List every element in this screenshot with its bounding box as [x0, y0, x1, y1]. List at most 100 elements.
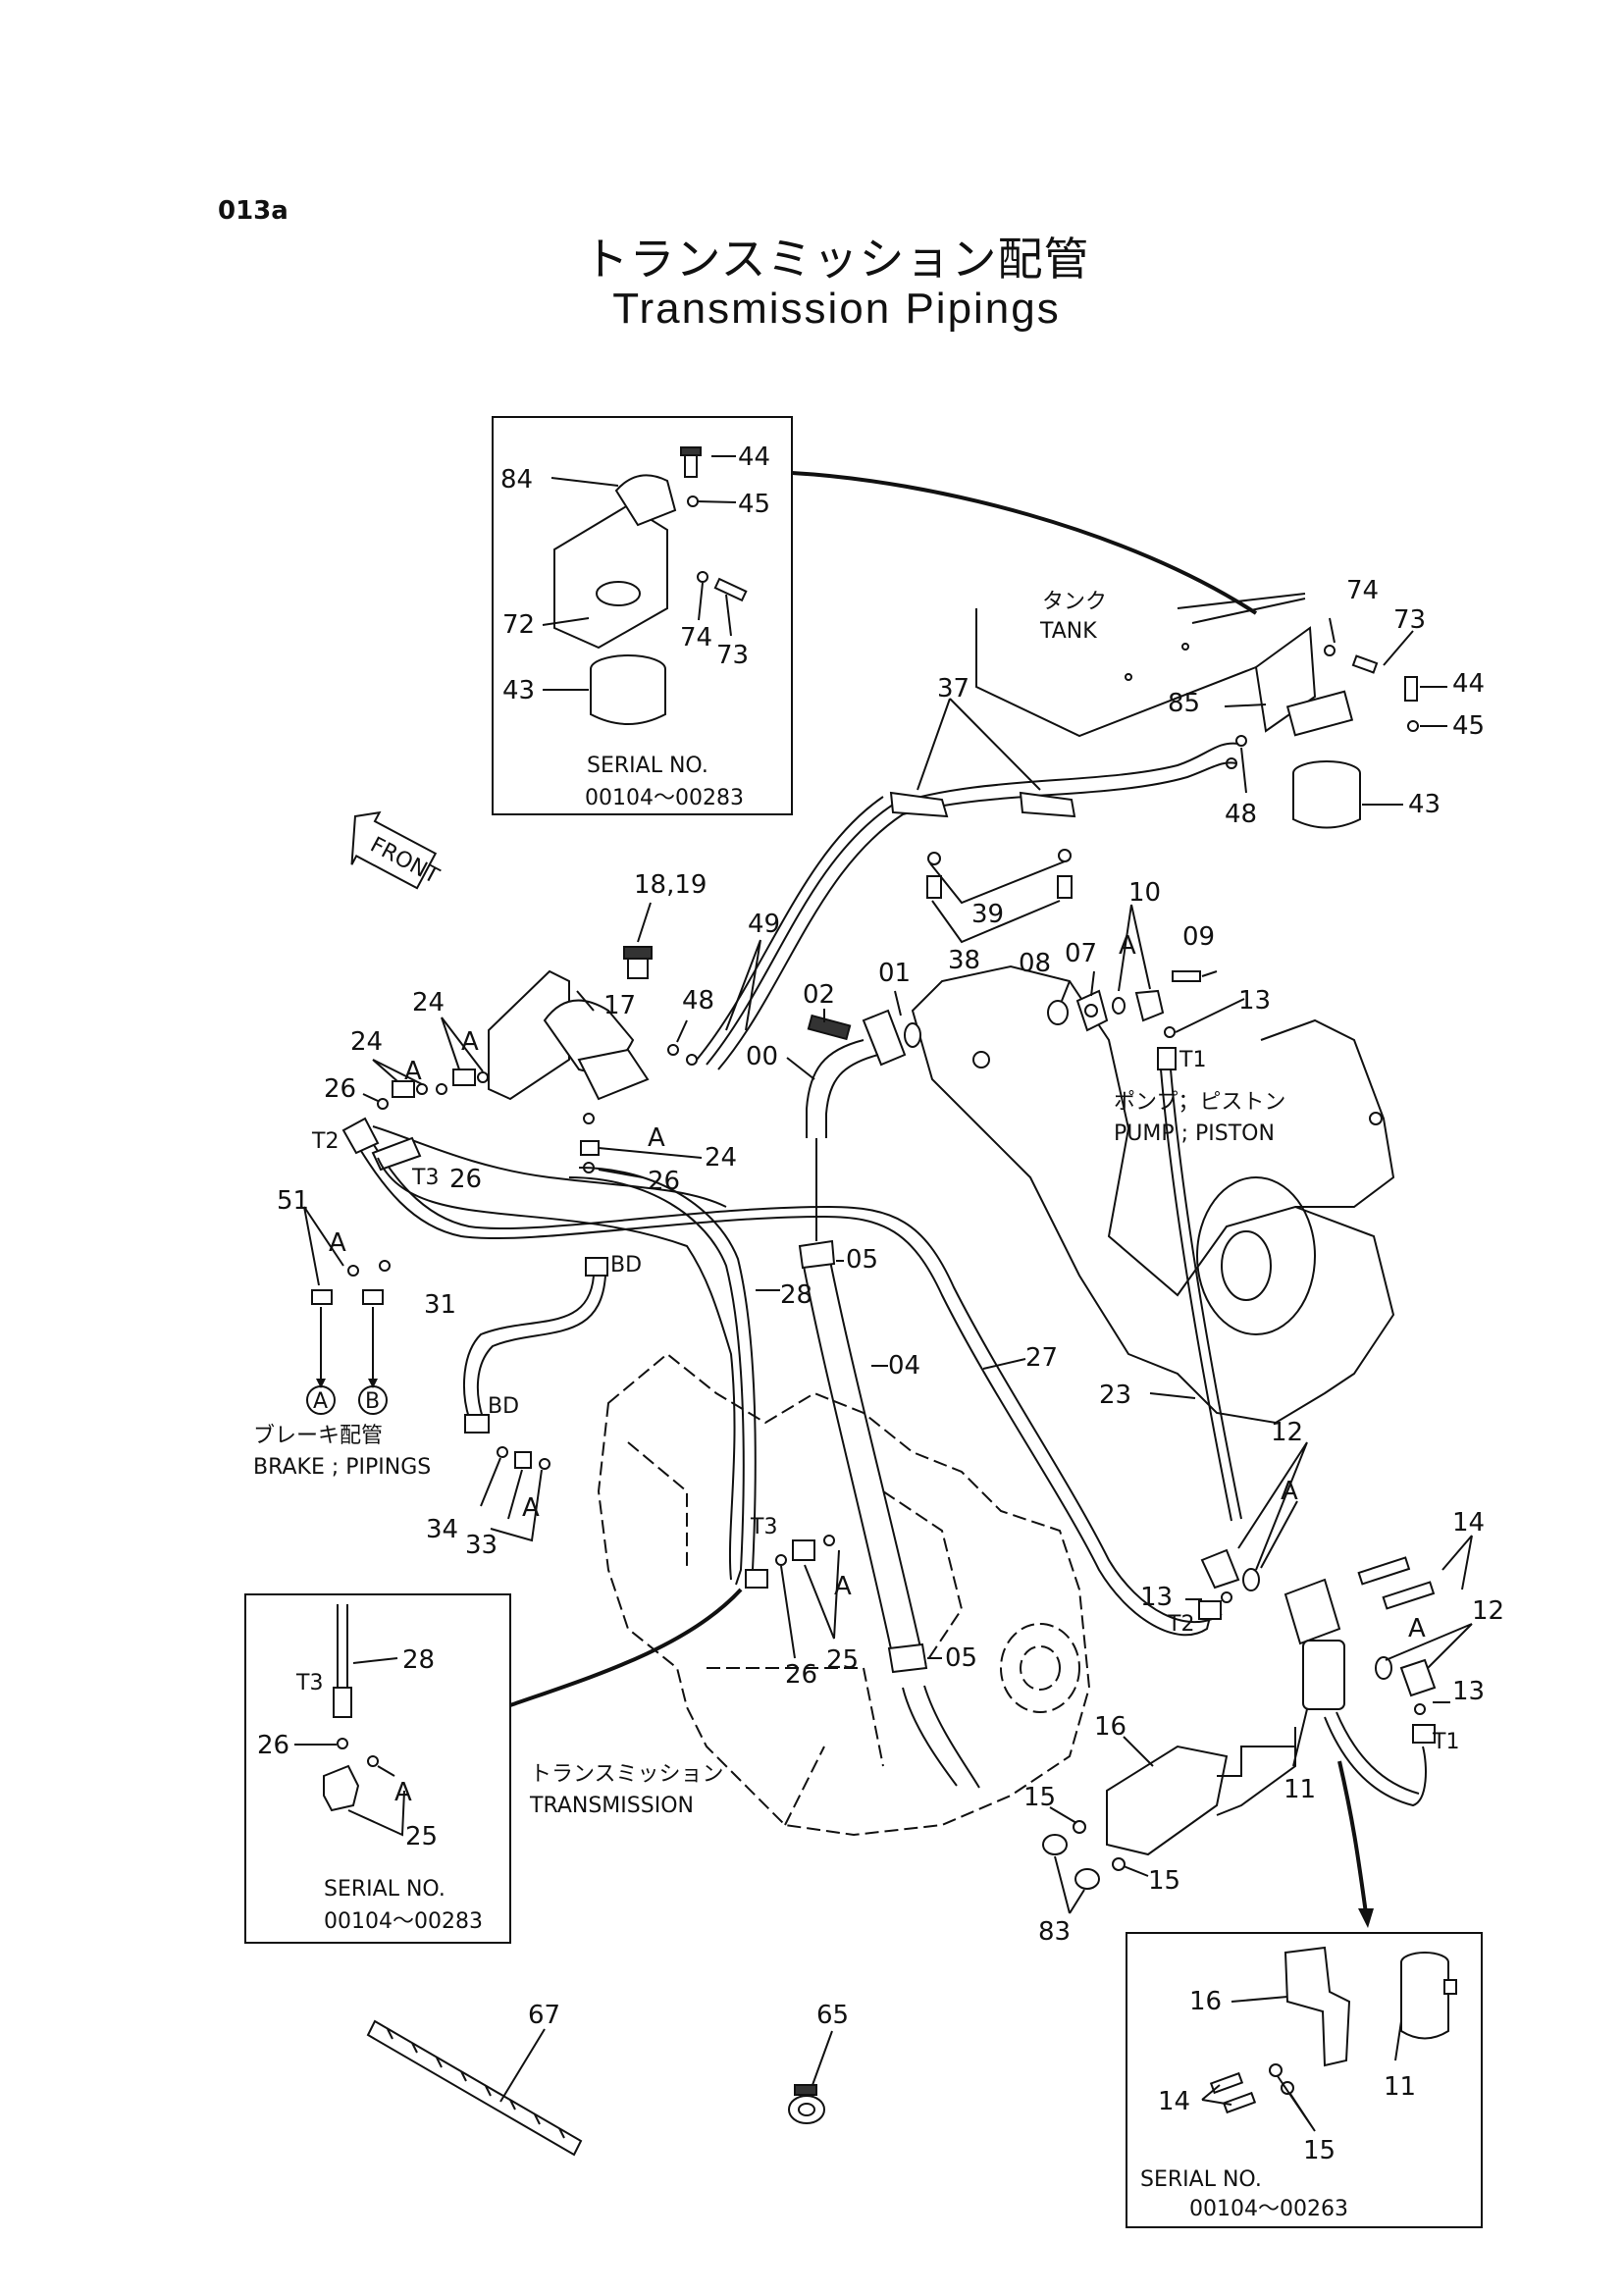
hose-49-a	[706, 742, 1239, 1066]
bolt-44	[684, 452, 698, 478]
callout-15c: 15	[1303, 2136, 1336, 2165]
callout-11b: 11	[1384, 2072, 1416, 2102]
callout-A9: A	[1408, 1614, 1426, 1643]
clamp-37-right	[1019, 791, 1076, 818]
hose-28	[568, 1176, 745, 1586]
callout-24c: 24	[705, 1143, 737, 1173]
callout-26d: 26	[785, 1660, 817, 1690]
nut-83b	[1074, 1868, 1100, 1890]
callout-16a: 16	[1094, 1712, 1126, 1742]
callout-02: 02	[803, 980, 835, 1010]
callout-73: 73	[716, 641, 749, 670]
callout-33: 33	[465, 1531, 498, 1560]
callout-T3a: T3	[411, 1166, 439, 1190]
callout-05b: 05	[945, 1643, 977, 1673]
pump-label-jp: ポンプ；ピストン	[1114, 1090, 1285, 1115]
pipe-filter-t1	[1324, 1716, 1427, 1807]
fitting-24b	[452, 1069, 476, 1086]
transmission-label-en: TRANSMISSION	[529, 1794, 694, 1818]
flange-01	[862, 1009, 907, 1067]
callout-34: 34	[426, 1515, 458, 1544]
tank-outline	[975, 608, 1257, 738]
callout-A4: A	[648, 1123, 665, 1153]
inset2-serial-range: 00104～00283	[324, 1909, 483, 1934]
pump-piston-body	[911, 965, 1395, 1425]
fitting-t3	[371, 1136, 422, 1172]
clamp-05b	[887, 1642, 928, 1674]
callout-12b: 12	[1472, 1596, 1504, 1626]
front-arrow: FRONT	[350, 810, 444, 890]
cover-84	[614, 474, 677, 527]
callout-08: 08	[1019, 949, 1051, 978]
filter-43	[590, 669, 666, 725]
transmission-label-jp: トランスミッション	[530, 1762, 724, 1787]
callout-23: 23	[1099, 1381, 1131, 1410]
callout-24a: 24	[350, 1027, 383, 1057]
callout-43: 43	[502, 676, 535, 705]
bolt-18-19	[627, 956, 649, 979]
bolt-14a	[1357, 1556, 1411, 1586]
hose-49-b	[717, 761, 1237, 1070]
callout-13c: 13	[1452, 1677, 1485, 1706]
callout-27: 27	[1025, 1343, 1058, 1373]
callout-A8: A	[834, 1572, 852, 1601]
callout-11a: 11	[1283, 1775, 1316, 1804]
transmission-body	[597, 1352, 1091, 1837]
callout-T2a: T2	[311, 1129, 339, 1154]
callout-38: 38	[948, 946, 980, 975]
callout-84: 84	[500, 465, 533, 495]
inset2-serial-label: SERIAL NO.	[324, 1877, 445, 1902]
ref-circle-a	[306, 1385, 336, 1415]
callout-A1: A	[1119, 931, 1136, 961]
callout-65: 65	[816, 2001, 849, 2030]
hose-27b	[372, 1125, 727, 1208]
callout-17: 17	[603, 991, 636, 1020]
callout-44b: 44	[1452, 669, 1485, 699]
callout-05a: 05	[846, 1245, 878, 1275]
filter-11	[1302, 1640, 1345, 1710]
hose-04	[802, 1260, 894, 1659]
callout-T1a: T1	[1179, 1048, 1206, 1072]
inset-box-bottom-left	[244, 1593, 511, 1944]
callout-67: 67	[528, 2001, 560, 2030]
bolt-02	[807, 1014, 852, 1041]
ref-circle-b	[358, 1385, 388, 1415]
callout-12a: 12	[1271, 1418, 1303, 1447]
callout-44: 44	[738, 443, 770, 472]
fitting-51b	[362, 1289, 384, 1305]
callout-18-19: 18,19	[634, 870, 707, 900]
callout-A5: A	[329, 1228, 346, 1258]
tank-label-jp: タンク	[1042, 590, 1107, 614]
callout-T3c: T3	[295, 1671, 323, 1695]
callout-BD1: BD	[610, 1253, 642, 1277]
washer-74	[697, 571, 708, 583]
callout-T3b: T3	[750, 1515, 777, 1539]
callout-83: 83	[1038, 1917, 1071, 1947]
hose-27	[352, 1137, 1213, 1637]
filter-head-85	[1285, 690, 1354, 737]
callout-15a: 15	[1023, 1783, 1056, 1812]
fitting-25	[792, 1539, 815, 1561]
oring-08	[1047, 1000, 1069, 1025]
pump-label-en: PUMP ; PISTON	[1114, 1121, 1275, 1146]
callout-85: 85	[1168, 689, 1200, 718]
callout-09: 09	[1182, 922, 1215, 952]
filter-43-right	[1292, 773, 1361, 829]
callout-51: 51	[277, 1186, 309, 1216]
bracket-16	[1106, 1745, 1229, 1856]
inset1-serial-label: SERIAL NO.	[587, 754, 708, 778]
callout-T1b: T1	[1432, 1730, 1459, 1754]
inset3-serial-label: SERIAL NO.	[1140, 2167, 1262, 2192]
brake-label-en: BRAKE ; PIPINGS	[253, 1455, 431, 1480]
callout-45b: 45	[1452, 711, 1485, 741]
callout-13b: 13	[1140, 1583, 1173, 1612]
callout-A3: A	[461, 1027, 479, 1057]
callout-13a: 13	[1238, 986, 1271, 1016]
callout-00: 00	[746, 1042, 778, 1071]
clamp-37-left	[889, 791, 949, 818]
callout-43b: 43	[1408, 790, 1441, 819]
inset-leader-line	[791, 471, 1258, 615]
fitting-24c	[580, 1140, 600, 1156]
